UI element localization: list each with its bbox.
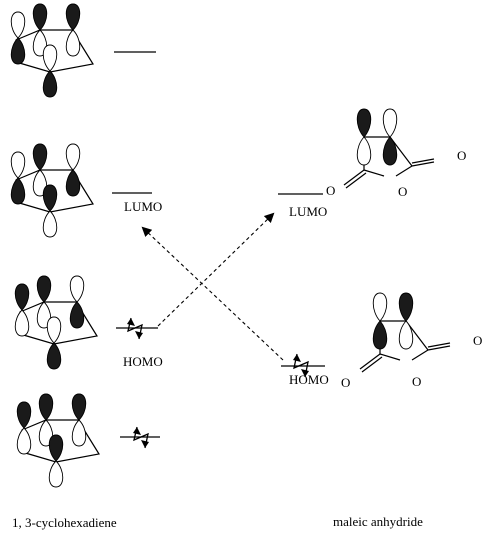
- dienophile-name-label: maleic anhydride: [333, 514, 423, 529]
- homo-to-lumo-arrow-right: [157, 212, 275, 327]
- p-orbital-lobe: [10, 11, 26, 39]
- oxygen-atom-label: O: [473, 333, 482, 348]
- p-orbital-lobe: [42, 44, 58, 72]
- p-orbital-lobe: [382, 108, 398, 138]
- p-orbital-lobe: [398, 292, 414, 322]
- p-orbital-lobe: [42, 210, 58, 238]
- p-orbital-lobe: [42, 70, 58, 98]
- diene-name-label: 1, 3-cyclohexadiene: [12, 515, 117, 530]
- p-orbital-lobe: [32, 143, 48, 171]
- p-orbital-lobe: [46, 342, 62, 370]
- homo-to-lumo-arrow-left: [141, 226, 284, 361]
- diene-orbital-psi3: [10, 143, 94, 238]
- diene-orbital-psi4: [10, 3, 94, 98]
- p-orbital-lobe: [32, 3, 48, 31]
- p-orbital-lobe: [32, 169, 48, 197]
- p-orbital-lobe: [65, 3, 81, 31]
- oxygen-atom-label: O: [398, 184, 407, 199]
- p-orbital-lobe: [10, 37, 26, 65]
- ring-bond: [395, 165, 413, 177]
- p-orbital-lobe: [48, 460, 64, 488]
- p-orbital-lobe: [65, 169, 81, 197]
- oxygen-atom-label: O: [341, 375, 350, 390]
- carbonyl-bond: [427, 342, 451, 348]
- carbonyl-bond: [343, 169, 365, 186]
- carbonyl-bond: [359, 353, 381, 370]
- diene-homo-electron-pair: [127, 317, 143, 340]
- carbonyl-bond: [411, 161, 435, 167]
- p-orbital-lobe: [65, 143, 81, 171]
- dienophile-homo-electron-pair: [293, 353, 309, 378]
- carbonyl-bond: [427, 345, 451, 351]
- p-orbital-lobe: [32, 29, 48, 57]
- p-orbital-lobe: [42, 184, 58, 212]
- p-orbital-lobe: [398, 320, 414, 350]
- p-orbital-lobe: [10, 177, 26, 205]
- oxygen-atom-label: O: [326, 183, 335, 198]
- carbonyl-bond: [345, 172, 367, 189]
- p-orbital-lobe: [382, 136, 398, 166]
- p-orbital-lobe: [48, 434, 64, 462]
- p-orbital-lobe: [372, 320, 388, 350]
- p-orbital-lobe: [36, 301, 52, 329]
- dienophile-orbital-pi: [359, 292, 451, 373]
- diene-lumo-label: LUMO: [124, 199, 162, 214]
- ring-bond: [411, 349, 429, 361]
- p-orbital-lobe: [14, 283, 30, 311]
- diene-homo-label: HOMO: [123, 354, 163, 369]
- p-orbital-lobe: [14, 309, 30, 337]
- diene-orbital-psi2: [14, 275, 98, 370]
- diene-psi1-electron-pair: [133, 426, 149, 449]
- p-orbital-lobe: [38, 393, 54, 421]
- p-orbital-lobe: [356, 136, 372, 166]
- dienophile-orbital-pi-star: [343, 108, 435, 189]
- p-orbital-lobe: [16, 401, 32, 429]
- p-orbital-lobe: [71, 419, 87, 447]
- dienophile-homo-label: HOMO: [289, 372, 329, 387]
- p-orbital-lobe: [16, 427, 32, 455]
- p-orbital-lobe: [65, 29, 81, 57]
- p-orbital-lobe: [356, 108, 372, 138]
- ring-bond: [379, 353, 401, 361]
- oxygen-atom-label: O: [457, 148, 466, 163]
- dienophile-lumo-label: LUMO: [289, 204, 327, 219]
- carbonyl-bond: [411, 158, 435, 164]
- p-orbital-lobe: [46, 316, 62, 344]
- p-orbital-lobe: [38, 419, 54, 447]
- p-orbital-lobe: [372, 292, 388, 322]
- ring-bond: [363, 169, 385, 177]
- oxygen-atom-label: O: [412, 374, 421, 389]
- p-orbital-lobe: [71, 393, 87, 421]
- carbonyl-bond: [361, 356, 383, 373]
- p-orbital-lobe: [36, 275, 52, 303]
- diene-orbital-psi1: [16, 393, 100, 488]
- p-orbital-lobe: [69, 301, 85, 329]
- p-orbital-lobe: [10, 151, 26, 179]
- p-orbital-lobe: [69, 275, 85, 303]
